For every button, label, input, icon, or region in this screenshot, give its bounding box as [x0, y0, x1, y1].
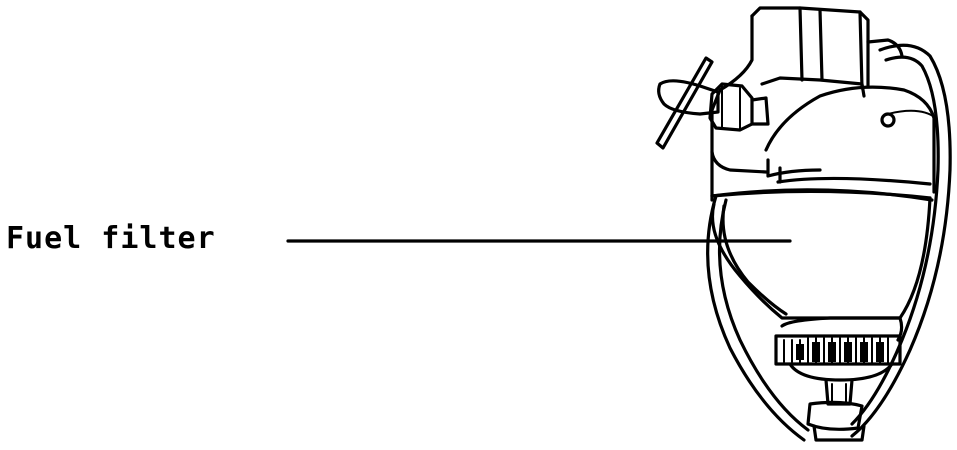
drain-bolt	[806, 378, 866, 442]
fuel-filter-label: Fuel filter	[6, 221, 216, 256]
filter-element	[774, 316, 904, 382]
filter-head	[710, 6, 937, 202]
valve-lever	[655, 56, 720, 150]
filter-bowl	[710, 188, 934, 320]
